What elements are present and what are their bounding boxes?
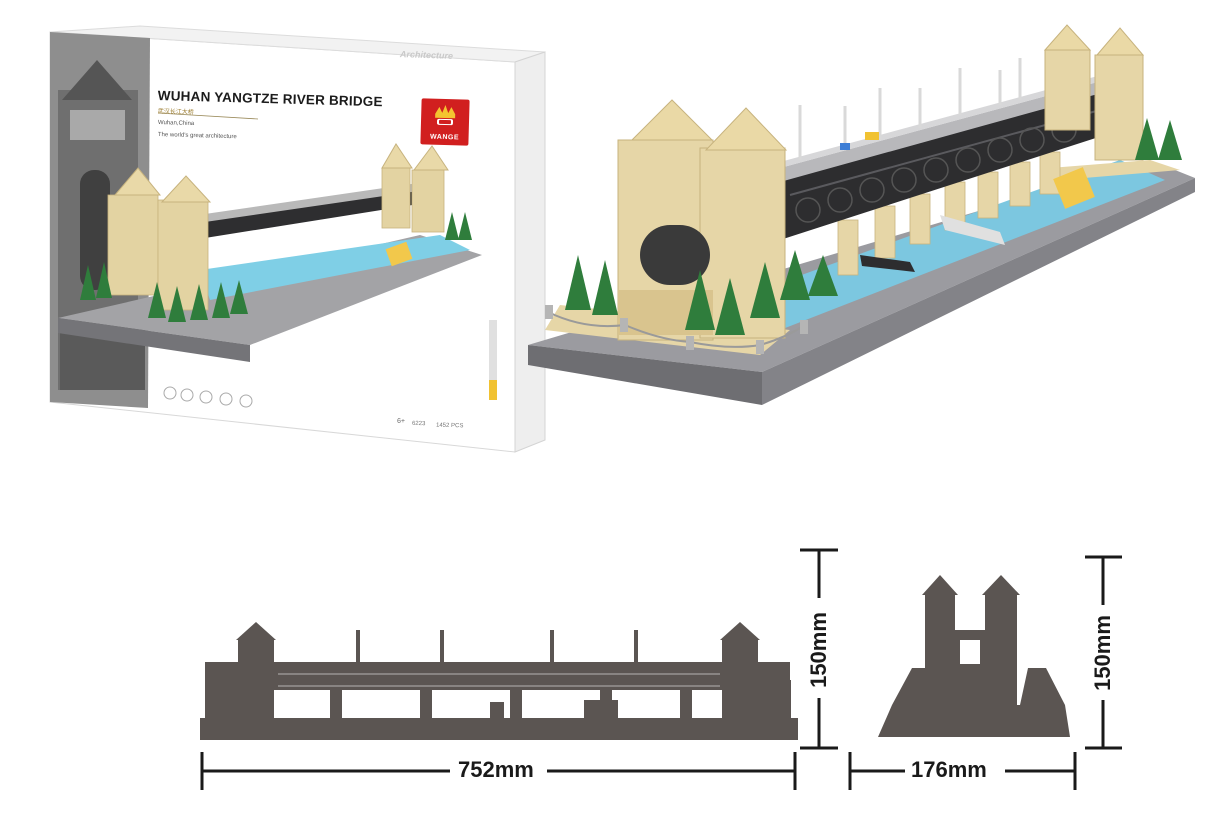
front-height-dimension-label: 150mm <box>806 612 831 688</box>
model-truss <box>780 90 1105 240</box>
crown-icon <box>435 105 456 126</box>
model-tower-right-a <box>1044 49 1091 131</box>
width-dimension-label: 176mm <box>911 757 987 782</box>
brand-logo: WANGE <box>420 98 470 146</box>
side-silhouette <box>878 575 1070 737</box>
side-height-dimension-label: 150mm <box>1090 615 1115 691</box>
front-silhouette <box>200 622 798 740</box>
model-road-deck <box>780 80 1105 182</box>
length-dimension-label: 752mm <box>458 757 534 782</box>
model-tower-right-b <box>1094 54 1144 161</box>
